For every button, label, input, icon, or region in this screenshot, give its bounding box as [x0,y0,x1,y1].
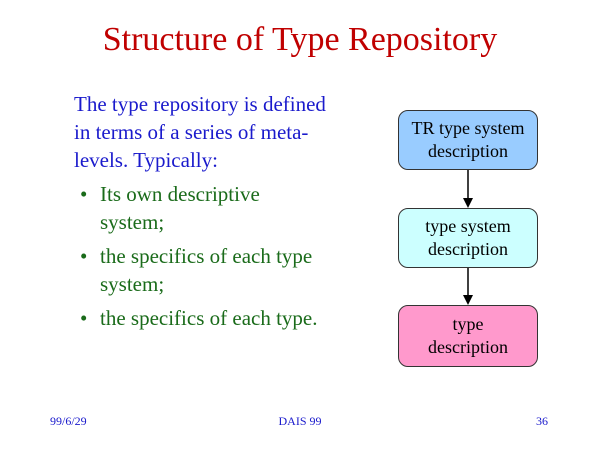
bullet-text: Its own descriptive [100,182,260,206]
box-label: description [428,239,508,259]
down-arrow-icon [463,170,473,208]
intro-text: The type repository is defined in terms … [74,90,374,174]
box-label: description [428,141,508,161]
bullet-text: the specifics of each type [100,244,313,268]
box-label: TR type system [411,118,525,138]
bullet-icon: • [80,244,88,268]
down-arrow-icon [463,268,473,305]
bullet-text: system; [100,272,165,296]
bullet-icon: • [80,182,88,206]
intro-line: in terms of a series of meta- [74,120,309,144]
box-label: type system [425,216,511,236]
bullet-list: • Its own descriptive system; • the spec… [80,180,380,338]
footer-date: 99/6/29 [50,414,87,428]
slide-title: Structure of Type Repository [102,21,498,58]
intro-line: levels. Typically: [74,148,218,172]
tr-type-system-box: TR type system description [398,110,538,170]
bullet-text: the specifics of each type. [100,306,318,330]
bullet-item: • the specifics of each type. [80,304,380,332]
box-label: type [452,314,484,334]
bullet-text: system; [100,210,165,234]
type-system-box: type system description [398,208,538,268]
bullet-item: • the specifics of each type system; [80,242,380,298]
bullet-item: • Its own descriptive system; [80,180,380,236]
bullet-icon: • [80,306,88,330]
type-description-box: type description [398,305,538,367]
box-label: description [428,337,508,357]
footer-page-number: 36 [536,414,548,428]
footer-event: DAIS 99 [278,414,322,428]
intro-line: The type repository is defined [74,92,326,116]
